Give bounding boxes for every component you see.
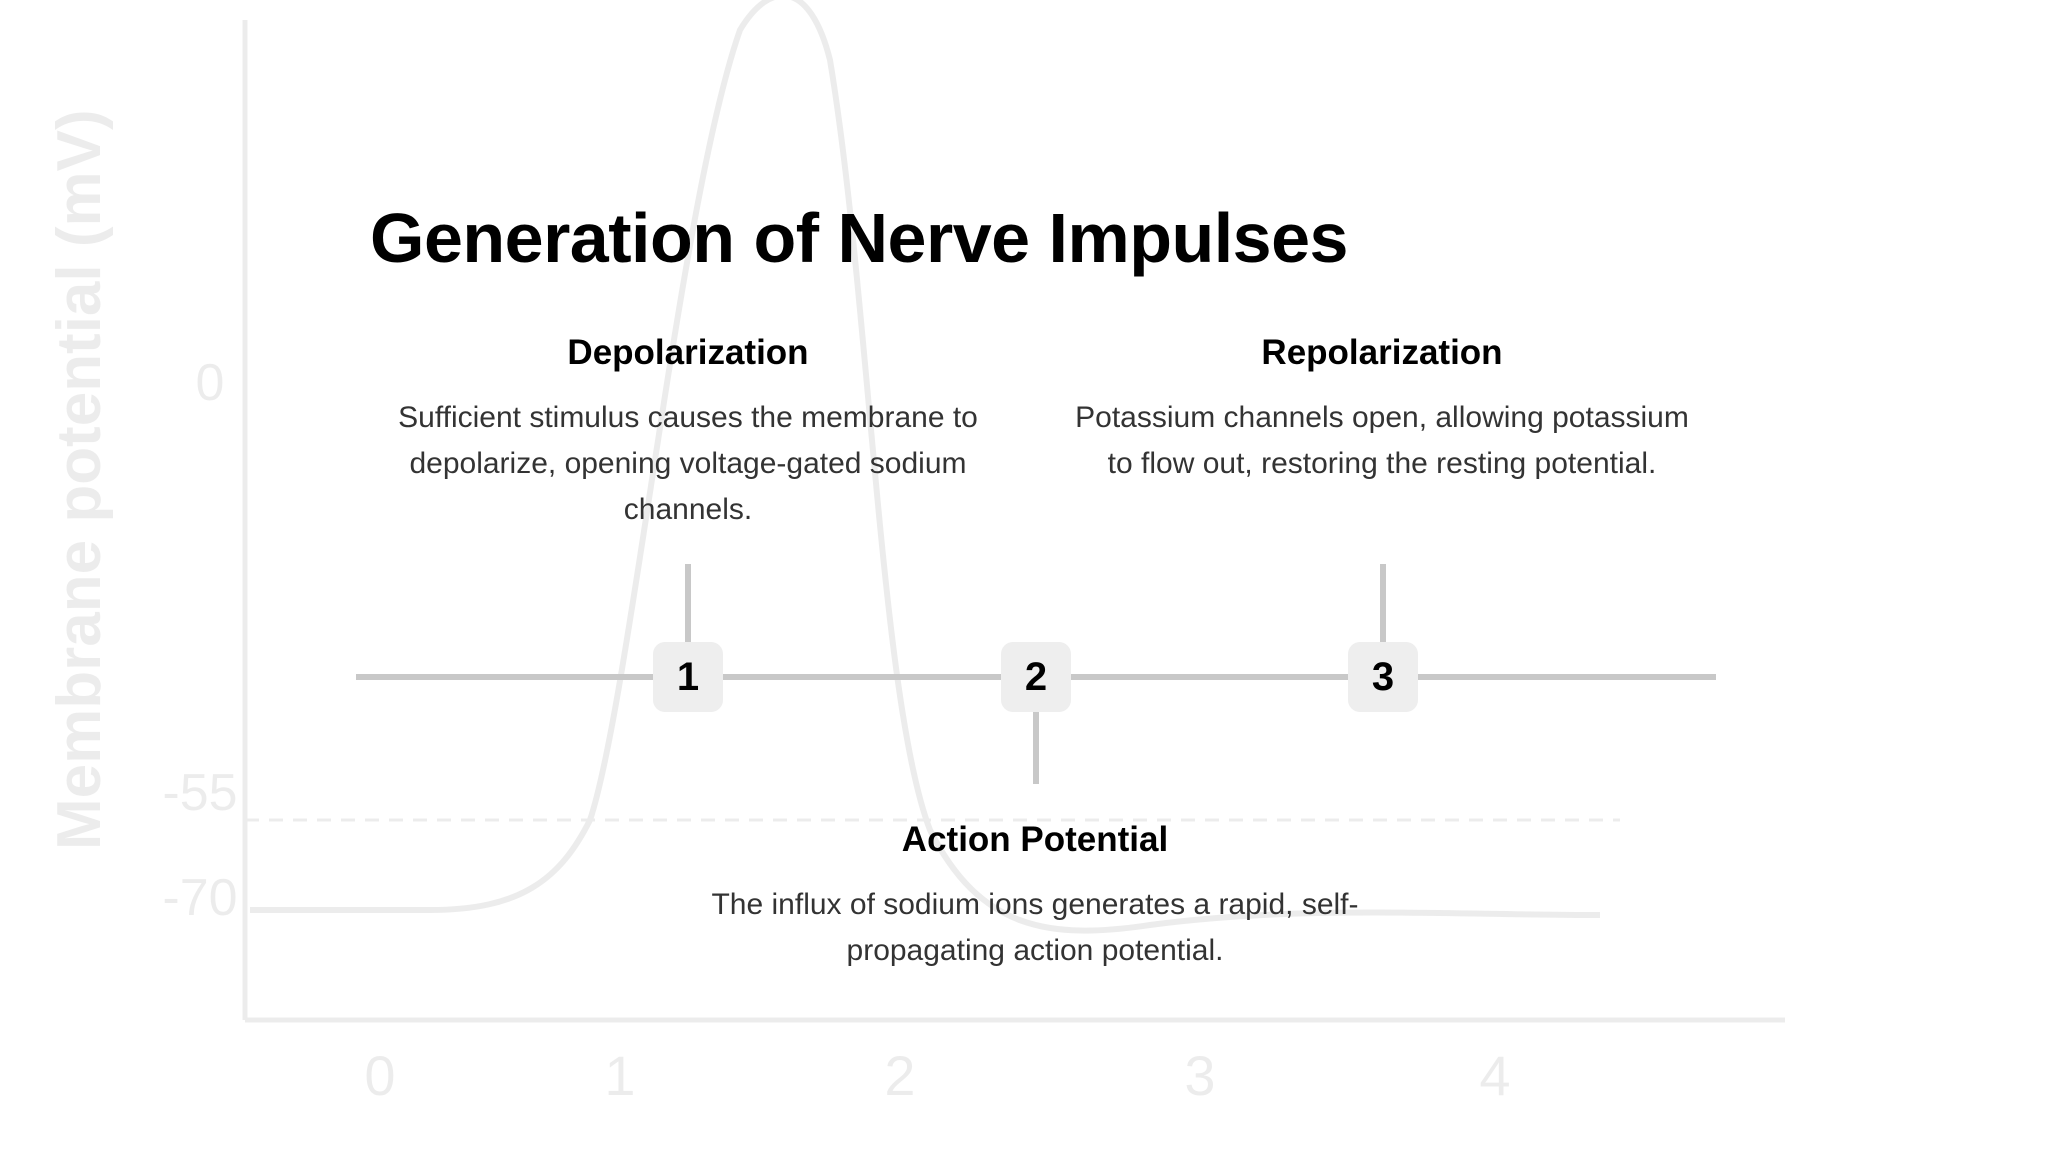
step-description: The influx of sodium ions generates a ra…	[711, 888, 1359, 967]
bg-x-ticks: 0 1 2 3 4	[364, 1044, 1510, 1107]
timeline-node-2: 2	[1001, 642, 1071, 712]
step-depolarization: Depolarization Sufficient stimulus cause…	[380, 333, 996, 533]
bg-action-potential-curve	[250, 0, 1601, 934]
step-repolarization: Repolarization Potassium channels open, …	[1074, 333, 1690, 487]
bg-x-tick: 4	[1479, 1044, 1510, 1107]
connector-step-2	[1033, 678, 1039, 784]
bg-x-tick: 2	[884, 1044, 915, 1107]
step-heading: Repolarization	[1261, 333, 1503, 372]
bg-y-tick: -70	[162, 869, 237, 927]
bg-x-tick: 3	[1184, 1044, 1215, 1107]
step-action-potential: Action Potential The influx of sodium io…	[690, 820, 1380, 974]
page-title: Generation of Nerve Impulses	[370, 199, 1348, 277]
timeline-node-1: 1	[653, 642, 723, 712]
bg-y-ticks: 0 -55 -70	[162, 354, 237, 927]
connector-step-1	[685, 564, 691, 676]
bg-y-axis-label: Membrane potential (mV)	[45, 109, 114, 850]
timeline-node-3: 3	[1348, 642, 1418, 712]
bg-x-tick: 1	[604, 1044, 635, 1107]
step-description: Sufficient stimulus causes the membrane …	[398, 401, 978, 526]
step-heading: Action Potential	[901, 820, 1169, 859]
connector-step-3	[1380, 564, 1386, 676]
bg-y-tick: -55	[162, 764, 237, 822]
bg-x-tick: 0	[364, 1044, 395, 1107]
bg-y-tick: 0	[196, 354, 225, 412]
step-description: Potassium channels open, allowing potass…	[1075, 401, 1689, 480]
step-heading: Depolarization	[567, 333, 809, 372]
